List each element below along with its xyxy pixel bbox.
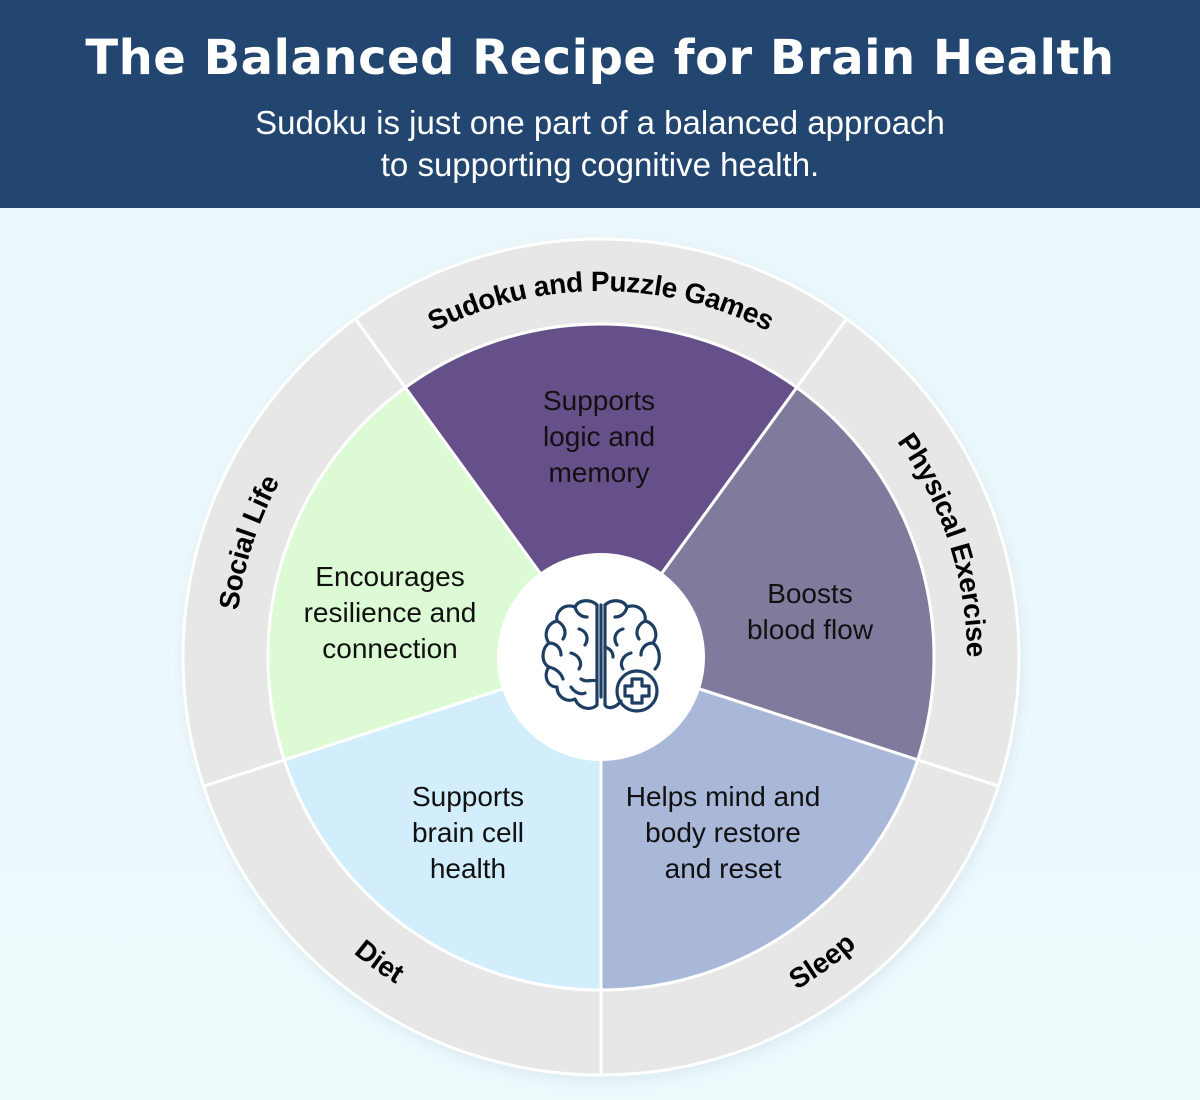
pie-slice-diet [282, 654, 603, 992]
benefit-text-social-life: Encourages resilience and connection [304, 561, 477, 664]
benefit-line: blood flow [747, 614, 874, 645]
subtitle-line-1: Sudoku is just one part of a balanced ap… [255, 104, 945, 141]
subtitle-line-2: to supporting cognitive health. [380, 146, 820, 183]
benefit-line: resilience and [304, 597, 477, 628]
page-title: The Balanced Recipe for Brain Health [85, 30, 1115, 86]
header-banner: The Balanced Recipe for Brain Health Sud… [0, 0, 1200, 208]
benefit-line: Supports [412, 781, 524, 812]
benefit-line: Boosts [767, 578, 853, 609]
pie-slice-sleep [599, 654, 920, 992]
benefit-line: memory [548, 457, 649, 488]
benefit-line: Encourages [315, 561, 464, 592]
benefit-line: Helps mind and [626, 781, 821, 812]
benefit-line: brain cell [412, 817, 524, 848]
benefit-text-diet: Supports brain cell health [412, 781, 524, 884]
benefit-text-sudoku-and-puzzle-games: Supports logic and memory [543, 385, 655, 488]
page-subtitle: Sudoku is just one part of a balanced ap… [0, 102, 1200, 186]
pie-slice-sudoku-and-puzzle-games [403, 322, 799, 660]
benefit-line: body restore [645, 817, 801, 848]
benefit-line: and reset [665, 853, 782, 884]
benefit-line: logic and [543, 421, 655, 452]
outer-ring [181, 237, 1021, 1077]
benefit-text-physical-exercise: Boosts blood flow [747, 578, 874, 645]
brain-plus-icon [541, 599, 661, 713]
benefit-line: health [430, 853, 506, 884]
benefit-text-sleep: Helps mind and body restore and reset [626, 781, 821, 884]
benefit-line: Supports [543, 385, 655, 416]
benefit-line: connection [322, 633, 457, 664]
